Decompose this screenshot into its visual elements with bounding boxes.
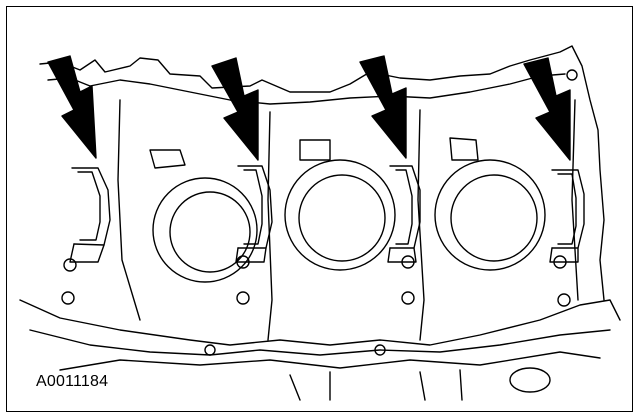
gallery-detail bbox=[509, 367, 551, 393]
web-1 bbox=[117, 99, 141, 321]
bolt-hole bbox=[236, 291, 250, 305]
block-bottom-outline bbox=[19, 299, 621, 346]
bolt-hole bbox=[401, 291, 415, 305]
bearing-4 bbox=[549, 169, 585, 263]
cylinder-bore-3-inner bbox=[450, 174, 538, 262]
web-2 bbox=[267, 111, 273, 341]
bolt-hole bbox=[63, 258, 77, 272]
pointer-arrow-4 bbox=[523, 57, 571, 161]
bolt-hole bbox=[566, 69, 578, 81]
bolt-hole bbox=[236, 255, 250, 269]
bolt-hole bbox=[553, 255, 567, 269]
gallery-detail bbox=[149, 149, 186, 169]
figure-id-label: A0011184 bbox=[36, 373, 109, 390]
bolt-hole bbox=[374, 344, 386, 356]
block-top-inner bbox=[47, 73, 566, 105]
block-top-outline bbox=[39, 45, 605, 301]
bolt-hole bbox=[557, 293, 571, 307]
web-4 bbox=[571, 99, 579, 301]
block-lower-rail bbox=[59, 351, 601, 371]
cylinder-bore-1 bbox=[152, 177, 258, 283]
cylinder-bore-2 bbox=[284, 159, 396, 271]
pointer-arrow-1 bbox=[47, 55, 97, 159]
web-3 bbox=[417, 109, 425, 341]
pointer-arrow-3 bbox=[359, 55, 407, 159]
pointer-arrow-2 bbox=[211, 57, 259, 161]
cylinder-bore-2-inner bbox=[298, 174, 386, 262]
gallery-detail bbox=[449, 137, 479, 161]
bolt-hole bbox=[204, 344, 216, 356]
bolt-hole bbox=[61, 291, 75, 305]
cylinder-bore-1-inner bbox=[169, 191, 251, 273]
bearing-2 bbox=[235, 165, 273, 263]
bearing-3 bbox=[387, 165, 421, 263]
bearing-1 bbox=[69, 167, 111, 263]
gallery-detail bbox=[299, 139, 331, 161]
gallery-detail bbox=[289, 369, 463, 401]
block-bottom-flange bbox=[29, 329, 611, 356]
cylinder-bore-3 bbox=[434, 159, 546, 271]
bolt-hole bbox=[401, 255, 415, 269]
